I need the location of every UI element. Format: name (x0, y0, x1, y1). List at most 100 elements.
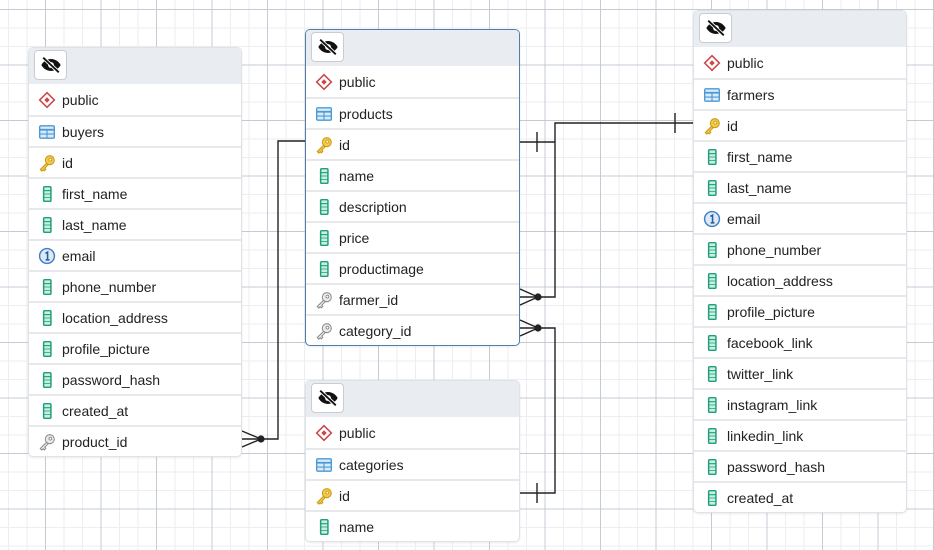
column-name: linkedin_link (727, 427, 804, 444)
table-name-row[interactable]: categories (306, 448, 519, 479)
schema-row[interactable]: public (694, 47, 906, 78)
toggle-details-button[interactable] (34, 50, 67, 80)
column-row[interactable]: email (694, 202, 906, 233)
foreign-key-icon (315, 322, 333, 340)
column-row[interactable]: location_address (694, 264, 906, 295)
column-row[interactable]: price (306, 221, 519, 252)
column-row[interactable]: name (306, 510, 519, 541)
column-row[interactable]: password_hash (29, 363, 241, 394)
primary-key-icon (315, 487, 333, 505)
column-name: last_name (727, 179, 792, 196)
column-icon (703, 303, 721, 321)
relationship-products-farmers[interactable] (519, 113, 693, 306)
toggle-details-button[interactable] (311, 383, 344, 413)
schema-icon (315, 424, 333, 442)
table-name-row[interactable]: buyers (29, 115, 241, 146)
column-name: id (339, 136, 350, 153)
primary-key-icon (315, 136, 333, 154)
table-icon (315, 456, 333, 474)
table-name: products (339, 105, 393, 122)
column-row[interactable]: id (694, 109, 906, 140)
column-icon (38, 185, 56, 203)
column-row[interactable]: product_id (29, 425, 241, 456)
relationship-buyers-products[interactable] (241, 140, 305, 448)
column-row[interactable]: first_name (694, 140, 906, 171)
table-icon (315, 105, 333, 123)
column-name: phone_number (727, 241, 822, 258)
table-name-row[interactable]: products (306, 97, 519, 128)
column-row[interactable]: name (306, 159, 519, 190)
connector-line (261, 140, 305, 440)
column-icon (38, 340, 56, 358)
column-row[interactable]: id (306, 128, 519, 159)
schema-name: public (727, 54, 764, 71)
column-icon (315, 167, 333, 185)
column-row[interactable]: twitter_link (694, 357, 906, 388)
eye-off-icon (40, 54, 62, 76)
column-name: facebook_link (727, 334, 813, 351)
column-icon (315, 518, 333, 536)
table-categories[interactable]: public categories id name (305, 380, 520, 542)
column-name: email (62, 247, 96, 264)
column-row[interactable]: first_name (29, 177, 241, 208)
column-row[interactable]: created_at (29, 394, 241, 425)
column-icon (315, 198, 333, 216)
table-products[interactable]: public products id name description pric… (305, 29, 520, 346)
column-name: productimage (339, 260, 424, 277)
schema-icon (703, 54, 721, 72)
column-icon (38, 402, 56, 420)
table-icon (38, 123, 56, 141)
schema-icon (38, 91, 56, 109)
column-row[interactable]: productimage (306, 252, 519, 283)
column-row[interactable]: description (306, 190, 519, 221)
schema-name: public (339, 424, 376, 441)
schema-name: public (62, 91, 99, 108)
column-row[interactable]: facebook_link (694, 326, 906, 357)
schema-row[interactable]: public (306, 417, 519, 448)
column-name: category_id (339, 322, 412, 339)
unique-constraint-icon (703, 210, 721, 228)
table-name-row[interactable]: farmers (694, 78, 906, 109)
relationship-products-categories[interactable] (519, 319, 556, 503)
column-row[interactable]: linkedin_link (694, 419, 906, 450)
column-name: description (339, 198, 407, 215)
connector-line (520, 327, 556, 494)
toggle-details-button[interactable] (699, 13, 732, 43)
column-name: last_name (62, 216, 127, 233)
column-row[interactable]: phone_number (694, 233, 906, 264)
column-name: first_name (62, 185, 128, 202)
foreign-key-icon (38, 433, 56, 451)
column-row[interactable]: location_address (29, 301, 241, 332)
column-row[interactable]: email (29, 239, 241, 270)
eye-off-icon (317, 387, 339, 409)
column-row[interactable]: created_at (694, 481, 906, 512)
toggle-details-button[interactable] (311, 32, 344, 62)
column-row[interactable]: last_name (29, 208, 241, 239)
table-farmers[interactable]: public farmers id first_name last_name e… (693, 10, 907, 513)
column-row[interactable]: phone_number (29, 270, 241, 301)
column-icon (703, 241, 721, 259)
column-icon (703, 489, 721, 507)
column-row[interactable]: id (306, 479, 519, 510)
column-name: name (339, 518, 375, 535)
column-row[interactable]: farmer_id (306, 283, 519, 314)
primary-key-icon (703, 117, 721, 135)
column-row[interactable]: profile_picture (29, 332, 241, 363)
column-row[interactable]: profile_picture (694, 295, 906, 326)
column-row[interactable]: last_name (694, 171, 906, 202)
schema-row[interactable]: public (306, 66, 519, 97)
column-name: profile_picture (62, 340, 150, 357)
column-row[interactable]: category_id (306, 314, 519, 345)
foreign-key-icon (315, 291, 333, 309)
schema-row[interactable]: public (29, 84, 241, 115)
column-icon (38, 216, 56, 234)
column-name: location_address (62, 309, 168, 326)
column-row[interactable]: instagram_link (694, 388, 906, 419)
column-name: twitter_link (727, 365, 794, 382)
column-row[interactable]: password_hash (694, 450, 906, 481)
table-buyers[interactable]: public buyers id first_name last_name em… (28, 47, 242, 457)
column-row[interactable]: id (29, 146, 241, 177)
eye-off-icon (705, 17, 727, 39)
